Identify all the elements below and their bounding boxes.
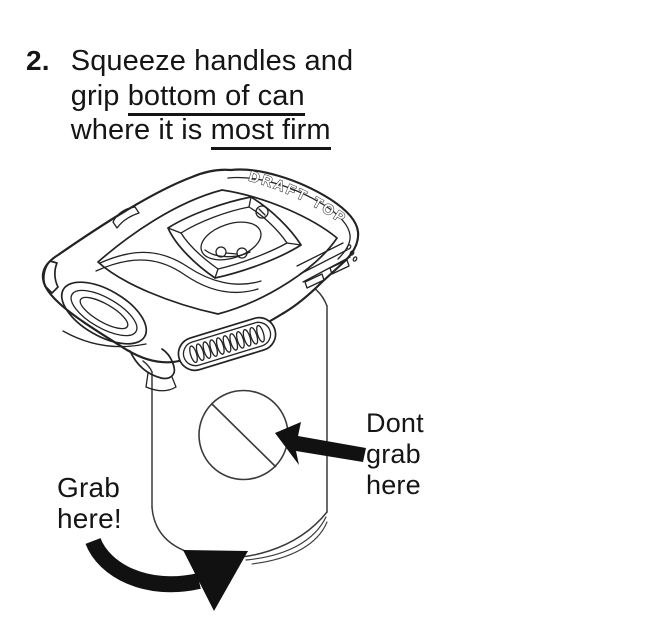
grab-here-arrow bbox=[85, 537, 248, 611]
right-corner-ribs bbox=[346, 244, 358, 262]
underline-most-firm: most firm bbox=[210, 114, 331, 150]
device-top-face bbox=[97, 189, 338, 315]
grab-here-label: Grab here! bbox=[57, 472, 122, 534]
dont-grab-arrow bbox=[275, 422, 366, 465]
instruction-line-2-prefix: grip bbox=[70, 79, 128, 112]
draft-top-device: DRAFT TOP bbox=[41, 168, 360, 392]
grab-here-line-2: here! bbox=[57, 503, 122, 534]
instruction-line-3: where it is most firm bbox=[70, 113, 353, 150]
instruction-line-2: grip bottom of can bbox=[70, 79, 353, 116]
instruction-text: Squeeze handles and grip bottom of can w… bbox=[70, 44, 354, 150]
can-bottom-rim bbox=[245, 516, 328, 565]
grab-here-line-1: Grab bbox=[57, 472, 121, 503]
dont-grab-label: Dont grab here bbox=[366, 408, 424, 501]
grip-ribs bbox=[177, 316, 277, 372]
left-handle bbox=[60, 281, 148, 348]
no-grab-symbol bbox=[198, 389, 289, 481]
instruction-line-1: Squeeze handles and bbox=[70, 45, 354, 77]
dont-grab-line-2: grab bbox=[366, 439, 421, 469]
dont-grab-line-3: here bbox=[366, 470, 421, 500]
step-number: 2. bbox=[26, 45, 50, 76]
underline-bottom-of-can: bottom of can bbox=[127, 79, 305, 116]
instruction-line-3-prefix: where it is bbox=[70, 114, 211, 146]
no-grab-slash bbox=[211, 403, 277, 468]
step-instruction: 2. Squeeze handles and grip bottom of ca… bbox=[26, 44, 354, 150]
dont-grab-line-1: Dont bbox=[366, 408, 424, 438]
